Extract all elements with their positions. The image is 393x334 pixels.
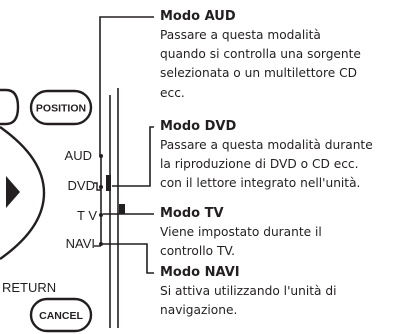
mode-navi-desc-line: navigazione.	[160, 303, 238, 318]
mode-dvd-section: Modo DVD Passare a questa modalità duran…	[160, 118, 392, 194]
mode-aud-desc-line: Passare a questa modalità	[160, 28, 321, 42]
mode-navi-desc-line: Si attiva utilizzando l'unità di	[160, 284, 337, 298]
mode-aud-description: Passare a questa modalità quando si cont…	[160, 26, 392, 103]
mode-dvd-title: Modo DVD	[160, 119, 237, 134]
mode-dvd-desc-line: la riproduzione di DVD o CD ecc.	[160, 157, 359, 172]
mode-aud-desc-line: selezionata o un multilettore CD	[160, 66, 357, 81]
position-button-label: POSITION	[36, 103, 86, 115]
return-label: RETURN	[2, 280, 56, 295]
cancel-button[interactable]: CANCEL	[29, 297, 93, 333]
right-arrow-icon	[6, 176, 20, 208]
navigation-pad[interactable]	[0, 126, 46, 260]
mode-navi-description: Si attiva utilizzando l'unità di navigaz…	[160, 282, 392, 320]
mode-tv-section: Modo TV Viene impostato durante il contr…	[160, 205, 392, 261]
mode-dvd-desc-line: Passare a questa modalità durante	[160, 138, 373, 152]
switch-label-dvd: DVD	[68, 178, 95, 193]
switch-body	[106, 88, 125, 328]
switch-label-aud: AUD	[65, 148, 92, 163]
cancel-button-label: CANCEL	[39, 310, 83, 322]
position-button[interactable]: POSITION	[29, 89, 93, 126]
mode-tv-title: Modo TV	[160, 206, 224, 221]
switch-label-navi: NAVI	[66, 236, 95, 251]
switch-label-tv: T V	[77, 208, 97, 223]
mode-aud-desc-line: quando si controlla una sorgente	[160, 47, 361, 62]
partial-left-button	[0, 88, 20, 126]
mode-tv-description: Viene impostato durante il controllo TV.	[160, 223, 392, 261]
mode-aud-desc-line: ecc.	[160, 85, 185, 100]
mode-aud-section: Modo AUD Passare a questa modalità quand…	[160, 8, 392, 103]
leader-lines	[99, 16, 154, 274]
mode-aud-title: Modo AUD	[160, 9, 236, 24]
mode-navi-title: Modo NAVI	[160, 265, 240, 280]
mode-navi-section: Modo NAVI Si attiva utilizzando l'unità …	[160, 264, 392, 320]
mode-tv-desc-line: controllo TV.	[160, 244, 236, 259]
mode-dvd-description: Passare a questa modalità durante la rip…	[160, 136, 392, 194]
mode-tv-desc-line: Viene impostato durante il	[160, 225, 322, 239]
mode-switch[interactable]	[94, 154, 103, 247]
mode-dvd-desc-line: con il lettore integrato nell'unità.	[160, 176, 361, 191]
